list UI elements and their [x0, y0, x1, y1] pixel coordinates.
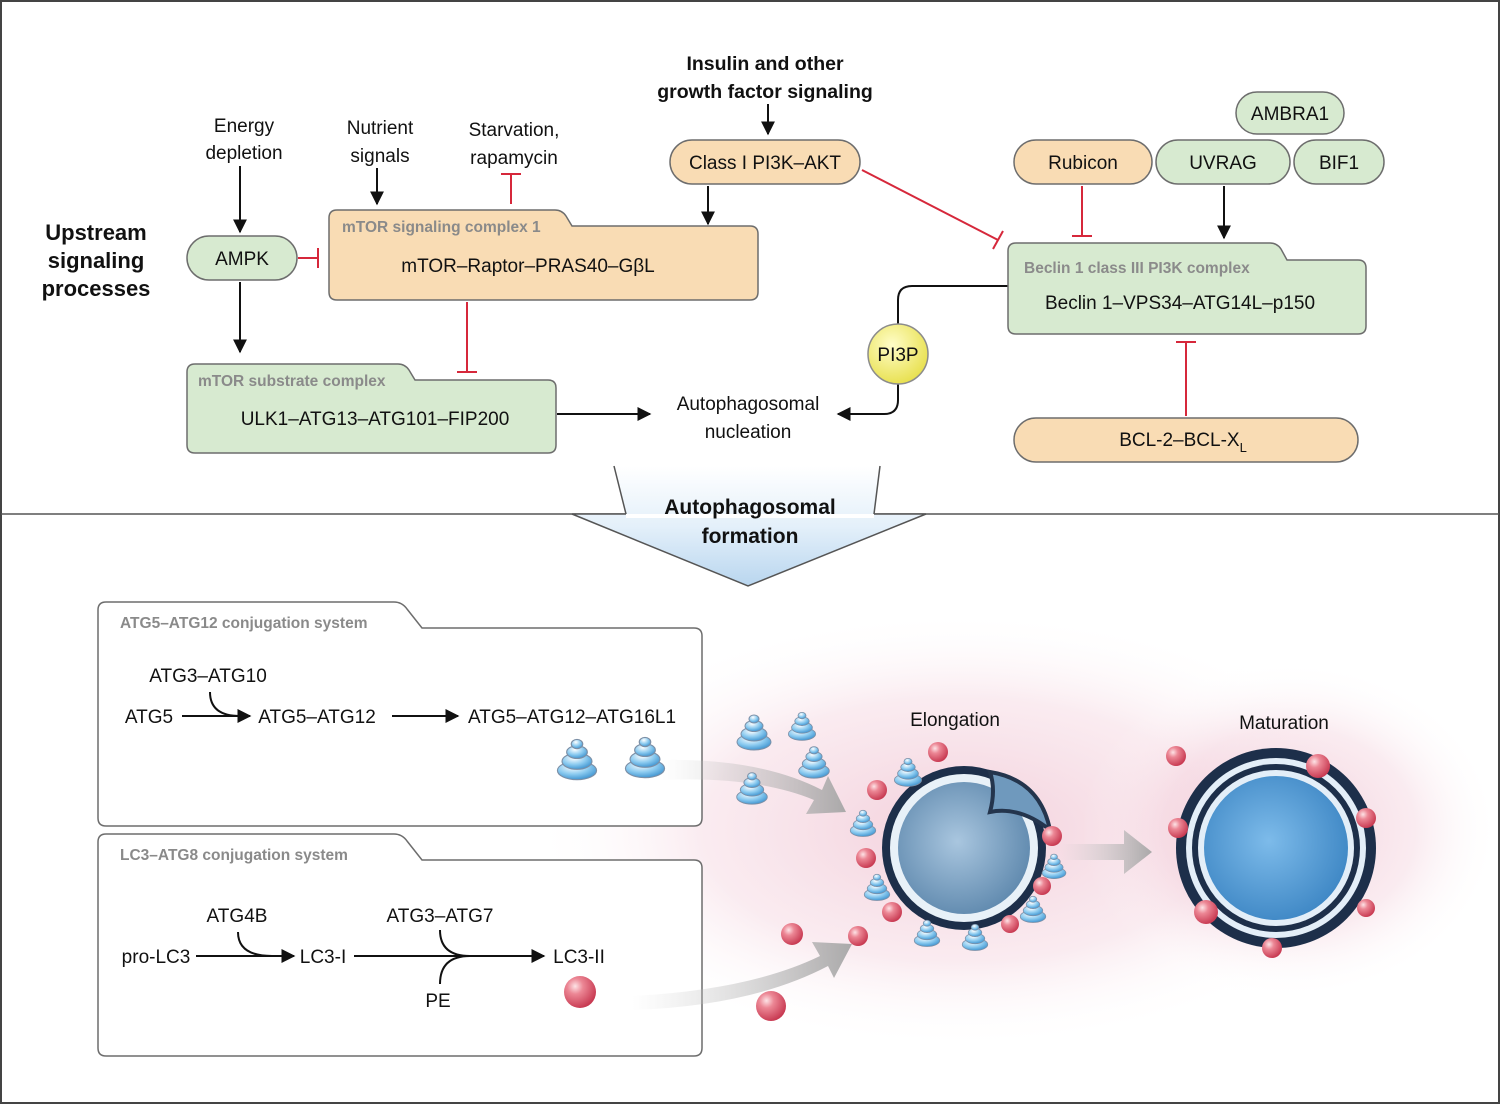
- lc3-sphere: [848, 926, 868, 946]
- lc3-enzyme-2: ATG3–ATG7: [387, 906, 494, 927]
- mtorc1-complex: mTOR signaling complex 1 mTOR–Raptor–PRA…: [328, 209, 759, 301]
- bcl2-label: BCL-2–BCL-XL: [1119, 430, 1247, 455]
- atg5-enzyme-curve: [209, 691, 241, 717]
- ambra1-node: AMBRA1: [1235, 91, 1345, 135]
- atg5-s3: ATG5–ATG12–ATG16L1: [468, 707, 676, 728]
- energy-depletion-label-1: Energy: [214, 116, 275, 137]
- beclin-to-pi3p-line: [897, 285, 1008, 330]
- lc3-flow-arrow: [632, 942, 852, 1010]
- insulin-label-1: Insulin and other: [686, 53, 843, 75]
- lc3-sphere: [781, 923, 803, 945]
- rubicon-node: Rubicon: [1013, 139, 1153, 185]
- section-title-line-3: processes: [42, 276, 151, 301]
- substrate-header: mTOR substrate complex: [198, 373, 386, 390]
- maturation-label: Maturation: [1239, 713, 1329, 734]
- bif1-label: BIF1: [1319, 153, 1359, 174]
- lc3-sphere: [756, 991, 786, 1021]
- atg5-conjugation-box: ATG5–ATG12 conjugation system: [97, 601, 703, 827]
- ambra1-label: AMBRA1: [1251, 104, 1329, 125]
- lc3-conjugation-box: LC3–ATG8 conjugation system: [97, 833, 703, 1057]
- atg5-s2: ATG5–ATG12: [258, 707, 376, 728]
- elongation-vesicle: [849, 742, 1067, 951]
- energy-depletion-label-2: depletion: [205, 143, 282, 164]
- mtorc1-header: mTOR signaling complex 1: [342, 219, 541, 236]
- lc3-enzyme-1: ATG4B: [207, 906, 268, 927]
- uvrag-node: UVRAG: [1155, 139, 1291, 185]
- formation-title-2: formation: [702, 525, 799, 548]
- class1-pi3k-akt-node: Class I PI3K–AKT: [669, 139, 861, 185]
- lc3-s3: LC3-II: [553, 947, 605, 968]
- lc3-header: LC3–ATG8 conjugation system: [120, 847, 348, 864]
- starvation-label-2: rapamycin: [470, 148, 558, 169]
- lc3-sphere: [564, 976, 596, 1008]
- formation-arrow-mask: [626, 514, 874, 518]
- atg5-header: ATG5–ATG12 conjugation system: [120, 615, 367, 632]
- beclin-body: Beclin 1–VPS34–ATG14L–p150: [1045, 293, 1315, 314]
- nutrient-signals-label-2: signals: [350, 146, 409, 167]
- mtorc1-body: mTOR–Raptor–PRAS40–GβL: [401, 256, 654, 277]
- bif1-node: BIF1: [1293, 139, 1385, 185]
- lc3-enzyme1-curve: [237, 931, 273, 957]
- elongation-label: Elongation: [910, 710, 1000, 731]
- class1-inhibit-line: [861, 169, 999, 241]
- section-title-line-1: Upstream: [45, 220, 146, 245]
- rubicon-label: Rubicon: [1048, 153, 1118, 174]
- formation-title-1: Autophagosomal: [664, 496, 836, 519]
- pi3p-node: PI3P: [867, 323, 929, 385]
- atg5-s1: ATG5: [125, 707, 173, 728]
- uvrag-label: UVRAG: [1189, 153, 1257, 174]
- bcl2-node: BCL-2–BCL-XL: [1013, 417, 1359, 463]
- atg5-flow-arrow: [662, 759, 846, 814]
- ampk-node: AMPK: [186, 235, 298, 281]
- maturation-vesicle: [1166, 746, 1376, 958]
- pi3p-label: PI3P: [877, 345, 918, 366]
- substrate-body: ULK1–ATG13–ATG101–FIP200: [241, 409, 510, 430]
- beclin1-complex: Beclin 1 class III PI3K complex Beclin 1…: [1007, 242, 1367, 335]
- nucleation-label-2: nucleation: [705, 422, 792, 443]
- lc3-pe-curve: [439, 955, 471, 985]
- starvation-label-1: Starvation,: [469, 120, 560, 141]
- class1-inhibit-bar: [992, 230, 1004, 250]
- lc3-s2: LC3-I: [300, 947, 346, 968]
- nucleation-label-1: Autophagosomal: [677, 394, 820, 415]
- pi3p-to-nucleation-arrow: [836, 382, 899, 421]
- section-title-line-2: signaling: [48, 248, 145, 273]
- mtor-substrate-complex: mTOR substrate complex ULK1–ATG13–ATG101…: [186, 363, 557, 454]
- class1-label: Class I PI3K–AKT: [689, 153, 841, 174]
- nutrient-signals-label-1: Nutrient: [347, 118, 414, 139]
- insulin-label-2: growth factor signaling: [657, 81, 873, 103]
- elongation-to-maturation-arrow: [1060, 830, 1152, 874]
- beclin-header: Beclin 1 class III PI3K complex: [1024, 260, 1250, 277]
- lc3-pe: PE: [425, 991, 450, 1012]
- lc3-s1: pro-LC3: [122, 947, 191, 968]
- atg5-enzyme: ATG3–ATG10: [149, 666, 267, 687]
- ampk-label: AMPK: [215, 249, 269, 270]
